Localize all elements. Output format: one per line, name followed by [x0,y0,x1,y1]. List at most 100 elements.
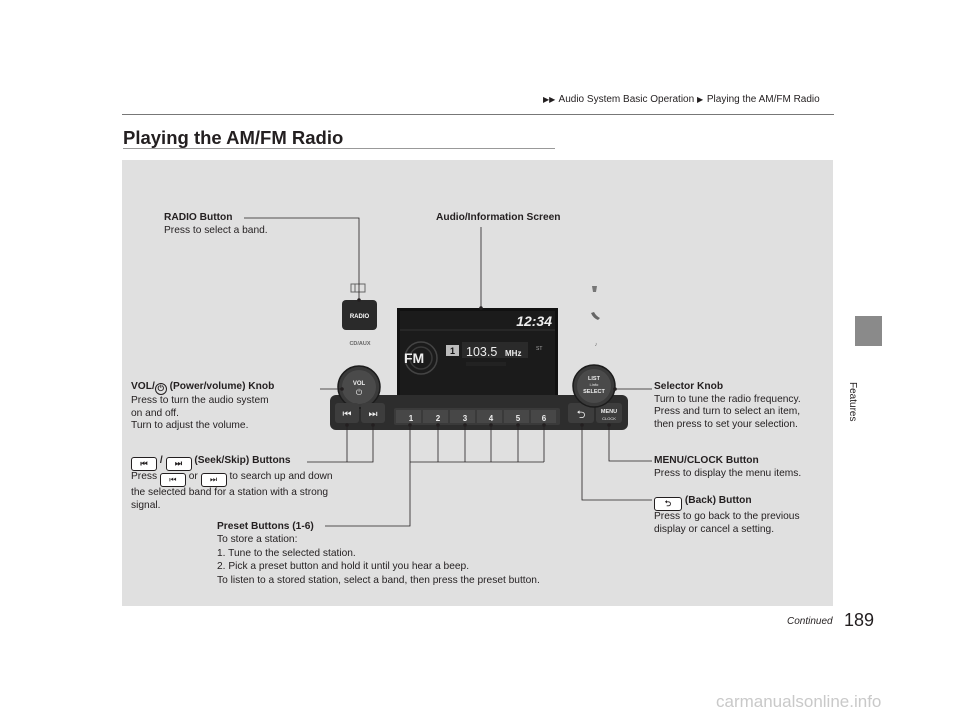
preset-buttons: 1 2 3 4 5 6 [394,408,560,425]
seek-back-icon: ⏮ [343,409,352,420]
callout-selector-knob: Selector Knob Turn to tune the radio fre… [654,381,801,431]
callout-vol-title-pre: VOL/ [131,381,155,392]
callout-vol-title-post: (Power/volume) Knob [166,381,275,392]
screen-clock: 12:34 [516,313,552,329]
breadcrumb-section: Audio System Basic Operation [558,94,695,105]
back-icon: ⮌ [654,497,682,511]
disc-icon [350,283,366,293]
callout-seek-sep: / [157,455,166,466]
callout-radio-button: RADIO Button Press to select a band. [164,212,268,237]
list-label: LIST [588,376,601,382]
seek-back-button[interactable]: ⏮ [335,403,359,423]
seek-back-icon: ⏮ [131,457,157,471]
callout-menu-line: Press to display the menu items. [654,467,802,479]
callout-selector-title: Selector Knob [654,381,724,392]
page-number: 189 [844,610,875,630]
audio-information-screen: 12:34 FM 1 103.5 MHz ST [397,308,558,398]
selector-knob[interactable]: LIST i-info SELECT [572,364,616,408]
callout-preset-line: 2. Pick a preset button and hold it unti… [217,561,470,573]
preset-3-label: 3 [463,414,468,423]
seek-back-icon: ⏮ [159,473,186,487]
preset-2-label: 2 [436,414,441,423]
callout-menu-title: MENU/CLOCK Button [654,455,759,466]
vol-power-knob[interactable]: VOL ⏻ [337,365,381,409]
callout-preset-line: 1. Tune to the selected station. [217,547,356,559]
callout-screen-title: Audio/Information Screen [436,212,561,223]
callout-back-line: Press to go back to the previous [654,511,800,522]
power-icon: ⏻ [356,388,363,397]
screen-frequency: 103.5 [466,345,497,359]
preset-button-3[interactable]: 3 [450,410,475,423]
seek-forward-icon: ⏭ [165,457,192,471]
breadcrumb-arrow-icon: ▶▶ [543,95,556,104]
callout-vol-knob: VOL/⏻ (Power/volume) Knob Press to turn … [131,381,274,433]
callout-radio-line: Press to select a band. [164,224,268,236]
title-rule [123,148,555,149]
callout-preset-line: To store a station: [217,534,298,546]
callout-selector-line: Turn to tune the radio frequency. [654,393,801,405]
callout-vol-line: Turn to adjust the volume. [131,420,249,432]
callout-radio-title: RADIO Button [164,212,233,223]
clock-label: CLOCK [602,416,616,421]
callout-vol-line: on and off. [131,407,179,419]
preset-button-5[interactable]: 5 [504,410,529,423]
info-label: i-info [590,382,599,387]
callout-seek-title: (Seek/Skip) Buttons [191,455,291,466]
voice-icon[interactable]: ♪ [595,342,598,348]
radio-button-label: RADIO [350,314,370,320]
callout-seek-line: signal. [131,499,161,511]
breadcrumb-subsection: Playing the AM/FM Radio [706,94,820,105]
screen-unit: MHz [505,349,521,358]
callout-back-line: display or cancel a setting. [654,523,775,535]
preset-button-2[interactable]: 2 [423,410,448,423]
page-title: Playing the AM/FM Radio [123,127,344,148]
continued-label: Continued [787,616,833,627]
callout-selector-line: then press to set your selection. [654,418,798,430]
header-rule [122,114,834,115]
callout-screen: Audio/Information Screen [436,212,561,225]
callout-menu-button: MENU/CLOCK Button Press to display the m… [654,455,801,480]
chapter-tab [855,316,882,346]
phone-icon[interactable] [591,312,600,320]
screen-stereo-indicator: ST [536,346,542,352]
breadcrumb: ▶▶ Audio System Basic Operation ▶ Playin… [543,94,820,105]
callout-preset-buttons: Preset Buttons (1-6) To store a station:… [217,520,540,587]
preset-6-label: 6 [542,414,547,423]
preset-5-label: 5 [516,414,521,423]
leader-lines [244,217,652,527]
breadcrumb-arrow-icon: ▶ [696,95,704,104]
watermark: carmanualsonline.info [716,692,882,711]
phone-small-icon [592,286,597,292]
callout-seek-line1-mid: or [185,471,201,482]
callout-back-button: ⮌ (Back) Button Press to go back to the … [654,495,800,536]
seek-forward-icon: ⏭ [369,409,378,420]
menu-clock-button[interactable]: MENU CLOCK [596,403,622,423]
preset-button-6[interactable]: 6 [531,410,556,423]
callout-preset-title: Preset Buttons (1-6) [217,521,314,532]
preset-1-label: 1 [409,414,414,423]
power-icon: ⏻ [154,383,167,395]
cd-aux-button-label[interactable]: CD/AUX [349,341,370,347]
vol-knob-label: VOL [353,381,366,387]
preset-button-4[interactable]: 4 [477,410,502,423]
screen-band: FM [404,350,424,366]
callout-preset-line: To listen to a stored station, select a … [217,574,540,586]
leader-dots [340,298,617,427]
callout-vol-line: Press to turn the audio system [131,395,269,406]
preset-button-1[interactable]: 1 [396,410,421,423]
callout-seek-line1-post: to search up and down [226,471,333,482]
callout-seek-line1-pre: Press [131,471,160,482]
callout-selector-line: Press and turn to select an item, [654,406,801,418]
back-button[interactable]: ⮌ [568,403,594,423]
select-label: SELECT [583,389,605,395]
back-icon: ⮌ [577,408,586,421]
callout-back-title: (Back) Button [682,495,752,506]
callout-seek-buttons: ⏮ / ⏭ (Seek/Skip) Buttons Press ⏮ or ⏭ t… [131,455,333,512]
radio-button[interactable]: RADIO [342,300,377,330]
menu-label: MENU [601,409,617,415]
preset-4-label: 4 [489,414,494,423]
callout-seek-line: the selected band for a station with a s… [131,487,329,498]
screen-preset-number: 1 [450,346,455,356]
seek-forward-button[interactable]: ⏭ [361,403,385,423]
